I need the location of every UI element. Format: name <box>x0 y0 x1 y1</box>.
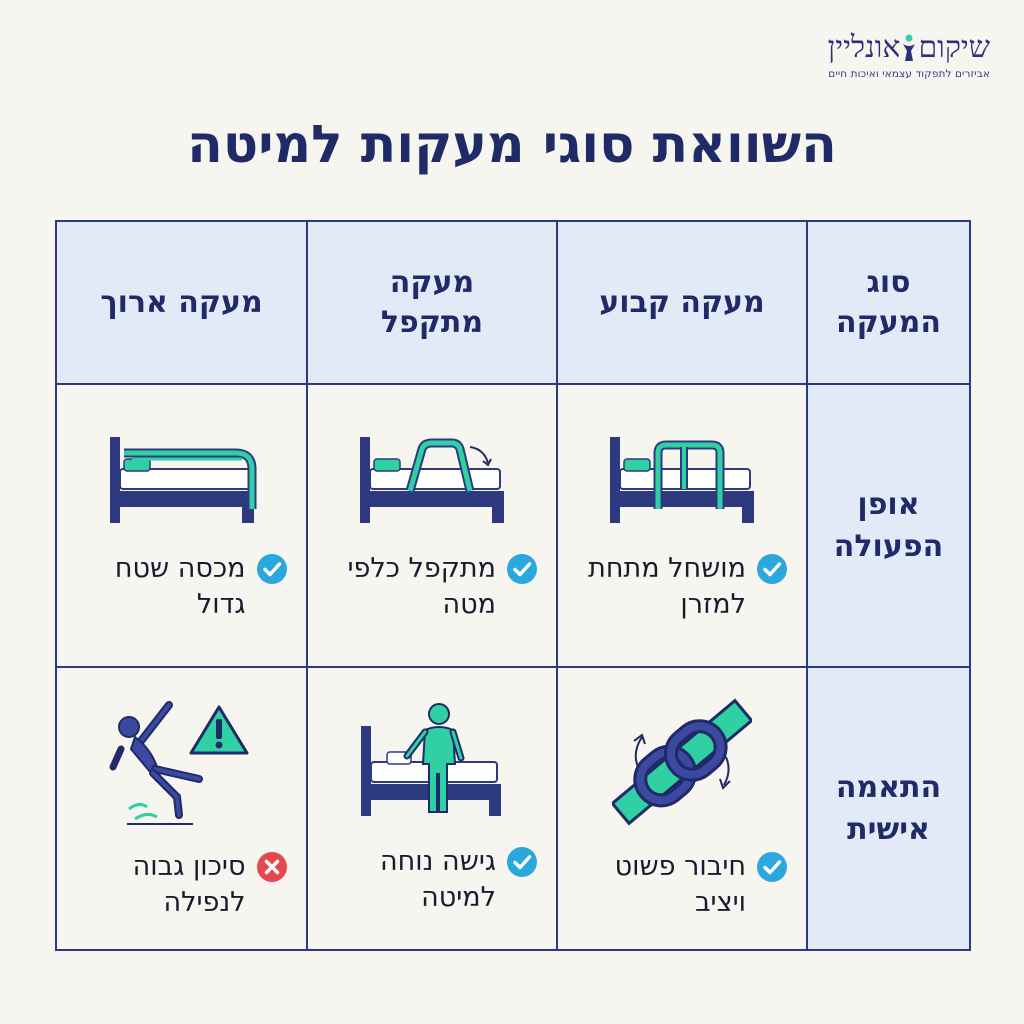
logo-name-part1: שיקום <box>918 30 990 65</box>
table-cell: מושחל מתחת למזרן <box>556 383 808 668</box>
cell-caption: מכסה שטח גדול <box>76 551 288 623</box>
logo-figure-icon <box>903 34 916 61</box>
column-header-label: מעקה ארוך <box>100 284 263 320</box>
row-header-operation: אופן הפעולה <box>806 383 971 668</box>
column-header-long: מעקה ארוך <box>55 220 308 385</box>
check-icon <box>757 851 787 882</box>
bed-folding-rail-icon <box>360 436 504 523</box>
cell-caption: סיכון גבוה לנפילה <box>76 849 288 921</box>
page-title: השוואת סוגי מעקות למיטה <box>187 115 837 175</box>
table-cell: מתקפל כלפי מטה <box>306 383 558 668</box>
corner-header-label: סוג המעקה <box>836 264 941 340</box>
check-icon <box>507 553 537 584</box>
column-header-label: מעקה קבוע <box>599 284 765 320</box>
table-cell: מכסה שטח גדול <box>55 383 308 668</box>
table-row: התאמה אישית <box>55 666 971 951</box>
cell-caption: מושחל מתחת למזרן <box>576 551 788 623</box>
cell-caption-text: מכסה שטח גדול <box>114 552 246 620</box>
check-icon <box>256 553 287 584</box>
corner-header: סוג המעקה <box>806 220 971 385</box>
logo-name-part2: אונליין <box>827 30 901 65</box>
person-at-bed-icon <box>361 702 501 816</box>
column-header-fixed: מעקה קבוע <box>556 220 808 385</box>
logo-tagline: אביזרים לתפקוד עצמאי ואיכות חיים <box>828 68 990 80</box>
cell-caption-text: חיבור פשוט ויציב <box>614 850 746 918</box>
cell-caption: גישה נוחה למיטה <box>326 844 538 916</box>
cell-caption-text: גישה נוחה למיטה <box>380 845 496 913</box>
chain-link-icon <box>612 698 752 825</box>
table-cell: סיכון גבוה לנפילה <box>55 666 308 951</box>
falling-person-warning-icon <box>109 700 248 825</box>
cell-caption-text: מושחל מתחת למזרן <box>588 552 746 620</box>
cell-caption: חיבור פשוט ויציב <box>576 849 788 921</box>
cross-icon <box>256 851 287 882</box>
check-icon <box>757 553 787 584</box>
row-header-customization: התאמה אישית <box>806 666 971 951</box>
bed-fixed-rail-icon <box>610 436 754 523</box>
table-header-row: סוג המעקה מעקה קבוע מעקה מתקפל מעקה ארוך <box>55 220 971 385</box>
brand-logo: שיקום אונליין אביזרים לתפקוד עצמאי ואיכו… <box>750 30 990 80</box>
check-icon <box>507 846 537 877</box>
table-cell: חיבור פשוט ויציב <box>556 666 808 951</box>
row-header-label: אופן הפעולה <box>833 486 944 564</box>
column-header-label: מעקה מתקפל <box>380 264 484 340</box>
row-header-label: התאמה אישית <box>835 769 942 847</box>
cell-caption: מתקפל כלפי מטה <box>326 551 538 623</box>
table-cell: גישה נוחה למיטה <box>306 666 558 951</box>
logo-name: שיקום אונליין <box>750 30 990 66</box>
bed-long-rail-icon <box>109 436 256 523</box>
cell-caption-text: מתקפל כלפי מטה <box>347 552 496 620</box>
table-row: אופן הפעולה <box>55 383 971 668</box>
cell-caption-text: סיכון גבוה לנפילה <box>132 850 246 918</box>
comparison-table: סוג המעקה מעקה קבוע מעקה מתקפל מעקה ארוך… <box>55 220 971 951</box>
column-header-folding: מעקה מתקפל <box>306 220 558 385</box>
